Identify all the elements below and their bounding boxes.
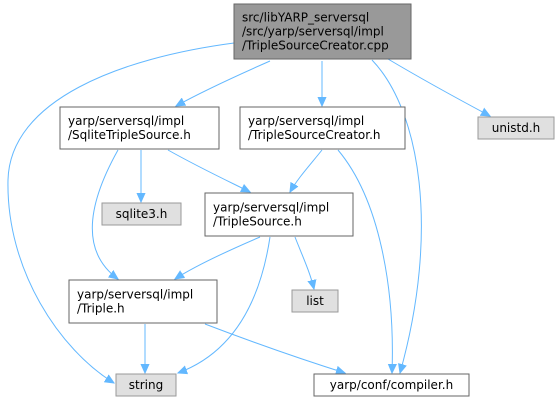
edge-triple-source-to-list <box>294 236 314 289</box>
edge-triple-source-to-triple <box>175 236 261 279</box>
edges <box>7 42 490 383</box>
edge-root-to-unistd <box>387 58 490 116</box>
node-list: list <box>291 289 339 313</box>
node-box <box>115 373 177 397</box>
node-root[interactable]: src/libYARP_serversql/src/yarp/serversql… <box>233 3 412 60</box>
node-sqlite3: sqlite3.h <box>101 202 182 226</box>
node-label-line: list <box>306 294 324 308</box>
node-label-line: sqlite3.h <box>116 207 168 221</box>
node-box <box>101 202 182 226</box>
node-box <box>239 106 406 150</box>
node-box <box>59 106 220 150</box>
edge-sqlite-triple-source-to-triple <box>91 149 118 279</box>
edge-triple-to-compiler <box>204 323 345 373</box>
node-label-line: yarp/conf/compiler.h <box>330 378 453 392</box>
node-label-line: /Triple.h <box>77 302 125 316</box>
node-label-line: yarp/serversql/impl <box>77 288 193 302</box>
node-label-line: /TripleSource.h <box>213 215 302 229</box>
node-label-line: /SqliteTripleSource.h <box>68 128 191 142</box>
node-label-line: /src/yarp/serversql/impl <box>242 25 384 39</box>
node-label-line: src/libYARP_serversql <box>242 11 369 25</box>
node-label-line: yarp/serversql/impl <box>213 201 329 215</box>
node-compiler[interactable]: yarp/conf/compiler.h <box>313 373 470 397</box>
node-box <box>291 289 339 313</box>
node-label-line: yarp/serversql/impl <box>68 114 184 128</box>
node-label-line: unistd.h <box>492 121 541 135</box>
nodes: src/libYARP_serversql/src/yarp/serversql… <box>59 3 555 397</box>
node-triple-source-creator[interactable]: yarp/serversql/impl/TripleSourceCreator.… <box>239 106 406 150</box>
node-triple-source[interactable]: yarp/serversql/impl/TripleSource.h <box>204 192 354 237</box>
node-label-line: string <box>129 378 163 392</box>
node-box <box>233 3 412 60</box>
edge-root-to-compiler <box>371 59 422 373</box>
node-box <box>477 116 555 140</box>
edge-root-to-string <box>7 42 235 383</box>
edge-sqlite-triple-source-to-triple-source <box>167 149 250 192</box>
node-box <box>204 192 354 237</box>
node-box <box>313 373 470 397</box>
edge-triple-source-creator-to-triple-source <box>290 149 323 192</box>
edge-triple-source-creator-to-compiler <box>337 149 392 373</box>
node-box <box>68 279 218 324</box>
edge-triple-source-to-string <box>178 236 271 373</box>
node-triple[interactable]: yarp/serversql/impl/Triple.h <box>68 279 218 324</box>
node-label-line: /TripleSourceCreator.cpp <box>242 39 389 53</box>
node-label-line: /TripleSourceCreator.h <box>248 128 381 142</box>
node-unistd: unistd.h <box>477 116 555 140</box>
node-label-line: yarp/serversql/impl <box>248 114 364 128</box>
edge-root-to-sqlite-triple-source <box>176 60 271 106</box>
node-string: string <box>115 373 177 397</box>
node-sqlite-triple-source[interactable]: yarp/serversql/impl/SqliteTripleSource.h <box>59 106 220 150</box>
